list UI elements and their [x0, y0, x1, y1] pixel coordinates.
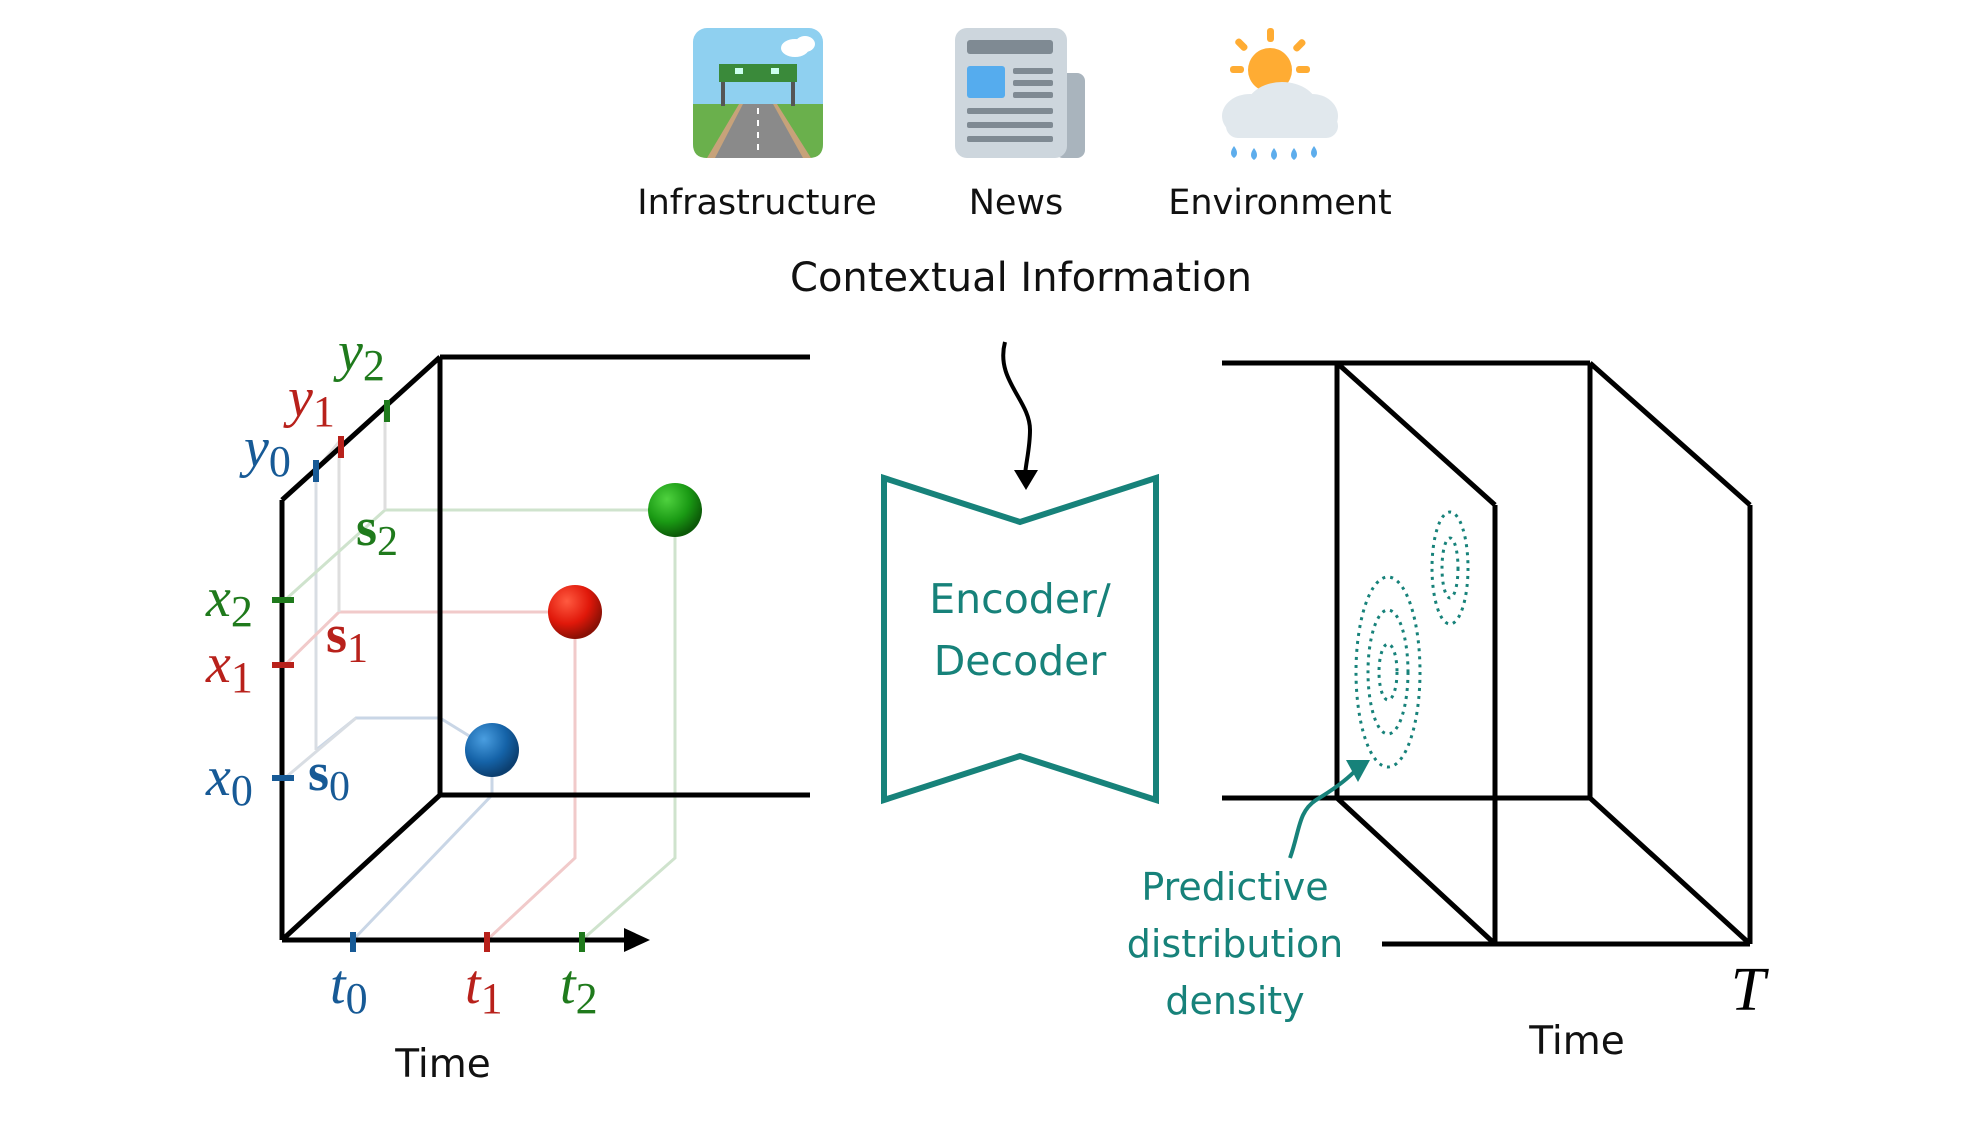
highway-icon	[693, 28, 823, 158]
time-axis-arrowhead	[624, 928, 650, 952]
axis-line	[1335, 361, 1497, 507]
density-contour	[1354, 575, 1422, 769]
state-s2-point	[648, 483, 702, 537]
annotation-line: distribution	[1127, 922, 1344, 966]
density-contour	[1430, 510, 1470, 626]
context-arrowhead	[1014, 470, 1038, 490]
left-plot: t0 t1 t2 x0 x1 x2 y0 y1 y2 s0	[205, 321, 810, 1087]
y0-label: y0	[239, 417, 291, 486]
state-s0-point	[465, 723, 519, 777]
s0-label: s0	[308, 742, 350, 810]
right-time-label: Time	[1528, 1019, 1624, 1064]
x1-label: x1	[205, 633, 253, 702]
axis-line	[280, 355, 442, 502]
density-contours	[1354, 510, 1470, 769]
t0-label: t0	[330, 954, 368, 1023]
axis-line	[1335, 796, 1497, 946]
context-title: Contextual Information	[790, 255, 1252, 301]
density-contour	[1366, 608, 1410, 736]
axis-line	[1588, 361, 1752, 507]
annotation-arrow	[1288, 770, 1356, 859]
context-arrow	[1001, 341, 1033, 476]
decoder-label: Decoder	[934, 637, 1107, 685]
y1-label: y1	[283, 367, 335, 436]
x2-label: x2	[205, 567, 253, 636]
green-guide	[283, 508, 677, 942]
t1-label: t1	[465, 954, 503, 1023]
guide-lines	[283, 407, 677, 942]
s2-label: s2	[356, 497, 398, 565]
encoder-label: Encoder/	[929, 575, 1111, 623]
weather-icon	[1222, 28, 1338, 160]
annotation-arrowhead	[1346, 760, 1370, 782]
density-contour	[1377, 642, 1399, 702]
newspaper-icon	[955, 28, 1085, 158]
left-time-label: Time	[394, 1042, 490, 1087]
density-contour	[1440, 536, 1460, 600]
axis-line	[280, 793, 442, 942]
annotation-line: density	[1165, 979, 1304, 1023]
axis-line	[1588, 796, 1752, 946]
source-label: Environment	[1168, 183, 1391, 223]
right-plot: Predictive distribution density T Time	[1127, 360, 1770, 1064]
state-s1-point	[548, 585, 602, 639]
grey-guide	[284, 716, 357, 780]
y2-label: y2	[333, 321, 385, 390]
annotation-line: Predictive	[1141, 865, 1328, 909]
source-label: News	[969, 183, 1064, 223]
end-time-label: T	[1731, 956, 1770, 1024]
source-label: Infrastructure	[637, 183, 877, 223]
x0-label: x0	[205, 746, 253, 815]
encoder-decoder-shape	[881, 473, 1159, 805]
t2-label: t2	[560, 954, 598, 1023]
s1-label: s1	[326, 604, 368, 672]
